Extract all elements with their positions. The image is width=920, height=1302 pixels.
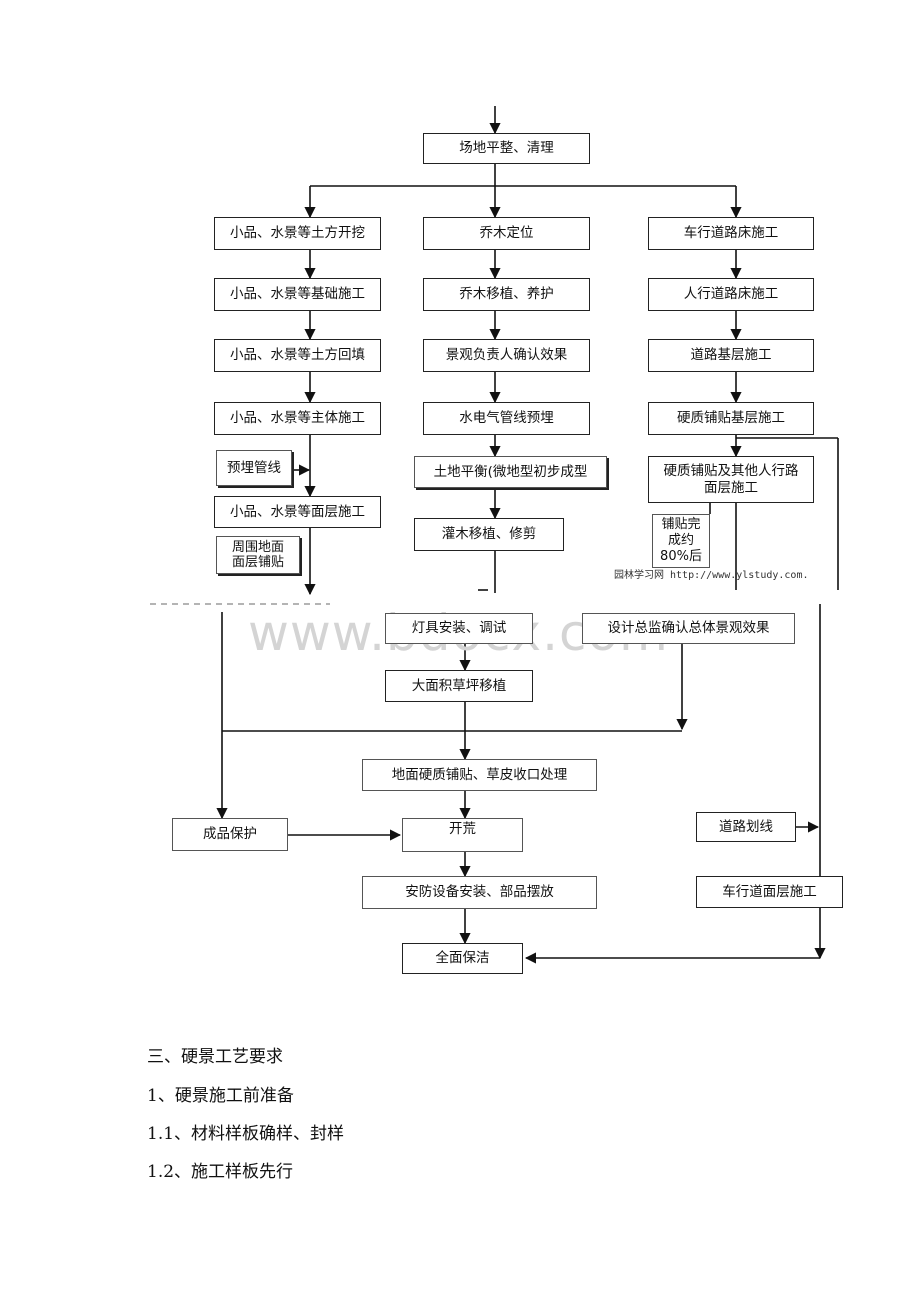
- node-road-surface: 车行道面层施工: [696, 876, 843, 908]
- node-b2-tree-transplant: 乔木移植、养护: [423, 278, 590, 311]
- node-site-leveling: 场地平整、清理: [423, 133, 590, 164]
- node-a2-foundation: 小品、水景等基础施工: [214, 278, 381, 311]
- node-design-director-confirm: 设计总监确认总体景观效果: [582, 613, 795, 644]
- node-a-pipe-embed: 预埋管线: [216, 450, 292, 486]
- node-full-cleaning: 全面保洁: [402, 943, 523, 974]
- source-credit: 园林学习网 http://www.ylstudy.com.: [614, 570, 809, 581]
- node-c4-hard-paving-base: 硬质铺贴基层施工: [648, 402, 814, 435]
- node-b3-landscape-confirm: 景观负责人确认效果: [423, 339, 590, 372]
- node-b4-utility-embed: 水电气管线预埋: [423, 402, 590, 435]
- node-a3-backfill: 小品、水景等土方回填: [214, 339, 381, 372]
- node-lighting-install: 灯具安装、调试: [385, 613, 533, 644]
- item-1: 1、硬景施工前准备: [147, 1086, 294, 1106]
- node-finished-protection: 成品保护: [172, 818, 288, 851]
- node-a5-surface: 小品、水景等面层施工: [214, 496, 381, 528]
- node-b1-tree-position: 乔木定位: [423, 217, 590, 250]
- node-c1-road-bed: 车行道路床施工: [648, 217, 814, 250]
- node-hard-paving-edge: 地面硬质铺贴、草皮收口处理: [362, 759, 597, 791]
- item-1-2: 1.2、施工样板先行: [147, 1162, 294, 1182]
- node-b5-land-balance: 土地平衡(微地型初步成型: [414, 456, 607, 488]
- node-site-opening: 开荒: [402, 818, 523, 852]
- node-road-marking: 道路划线: [696, 812, 796, 842]
- node-a1-earth-excavation: 小品、水景等土方开挖: [214, 217, 381, 250]
- item-1-1: 1.1、材料样板确样、封样: [147, 1124, 345, 1144]
- node-b6-shrub-transplant: 灌木移植、修剪: [414, 518, 564, 551]
- node-lawn-transplant: 大面积草坪移植: [385, 670, 533, 702]
- section-heading: 三、硬景工艺要求: [147, 1047, 283, 1067]
- node-security-install: 安防设备安装、部品摆放: [362, 876, 597, 909]
- node-a-ground-paving: 周围地面 面层铺贴: [216, 536, 300, 574]
- node-c3-road-base: 道路基层施工: [648, 339, 814, 372]
- node-c5-hard-paving-surface: 硬质铺贴及其他人行路 面层施工: [648, 456, 814, 503]
- node-a4-main-structure: 小品、水景等主体施工: [214, 402, 381, 435]
- node-c2-sidewalk-bed: 人行道路床施工: [648, 278, 814, 311]
- node-c6-paving-80-percent: 铺贴完 成约 80%后: [652, 514, 710, 568]
